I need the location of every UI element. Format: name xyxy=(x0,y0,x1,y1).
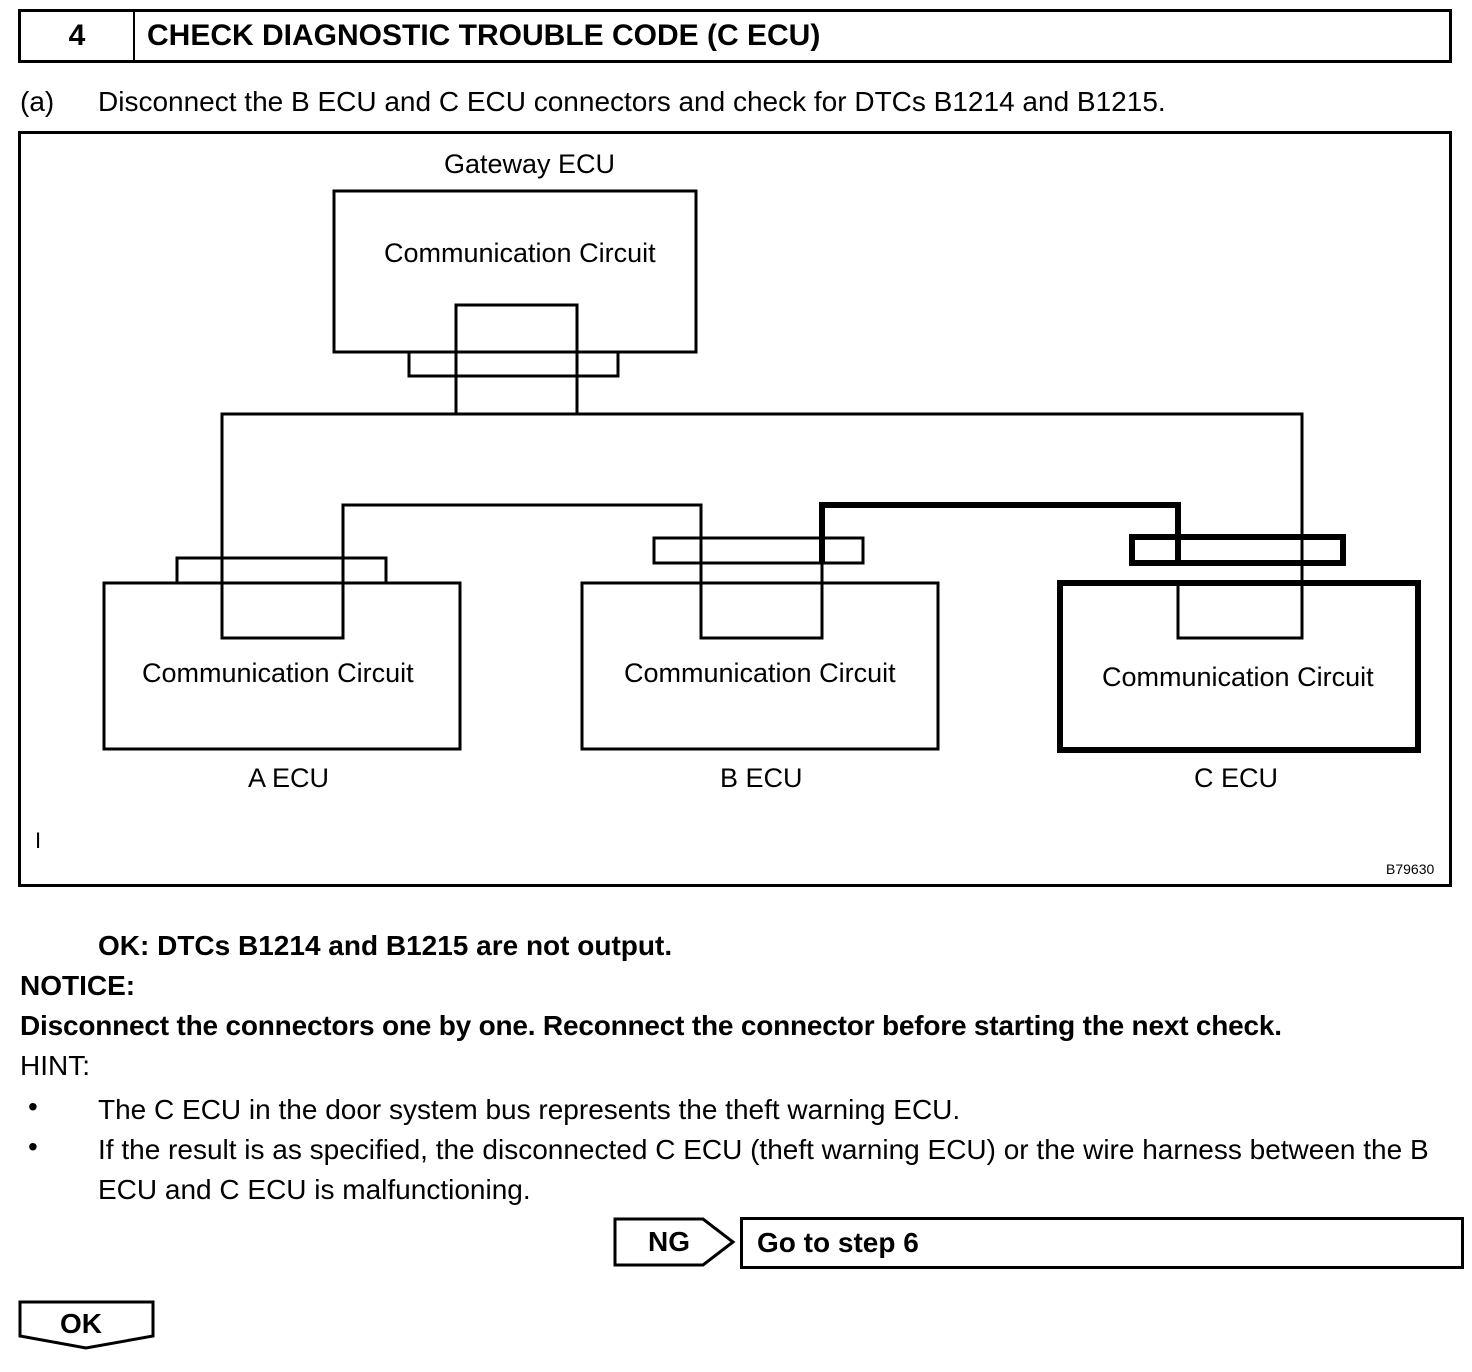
diagram-drawing xyxy=(102,189,1421,753)
c-ecu-inner-loop xyxy=(1176,563,1304,640)
step-header: 4 CHECK DIAGNOSTIC TROUBLE CODE (C ECU) xyxy=(18,9,1452,63)
b-ecu-connector xyxy=(652,536,865,565)
gateway-inner-loop xyxy=(454,303,579,416)
gateway-circuit-label: Communication Circuit xyxy=(384,238,656,268)
c-ecu-circuit-label: Communication Circuit xyxy=(1102,662,1374,692)
c-ecu-label: C ECU xyxy=(1194,763,1279,793)
bus-wire-left xyxy=(220,412,456,638)
corner-mark: I xyxy=(35,828,42,853)
hint-item-2: If the result is as specified, the disco… xyxy=(98,1134,1429,1205)
bus-wire-a-b xyxy=(341,503,703,638)
instruction-text: Disconnect the B ECU and C ECU connector… xyxy=(98,86,1166,117)
instruction: (a) Disconnect the B ECU and C ECU connec… xyxy=(20,86,1166,118)
ng-arrow-shape xyxy=(613,1217,736,1267)
a-ecu-circuit-label: Communication Circuit xyxy=(142,658,414,688)
gateway-connector xyxy=(407,350,620,378)
b-ecu-circuit-label: Communication Circuit xyxy=(624,658,896,688)
ng-label: NG xyxy=(648,1226,690,1257)
hint-bullet-2: • xyxy=(28,1131,38,1162)
ok-label: OK xyxy=(60,1308,102,1339)
gateway-ecu-box xyxy=(332,189,698,354)
step-title: CHECK DIAGNOSTIC TROUBLE CODE (C ECU) xyxy=(147,19,821,52)
step-number: 4 xyxy=(21,12,135,60)
ng-action: Go to step 6 xyxy=(740,1217,1464,1269)
b-ecu-label: B ECU xyxy=(720,763,803,793)
a-ecu-inner-loop xyxy=(220,556,345,640)
b-ecu-inner-loop xyxy=(699,581,824,640)
ok-specification: OK: DTCs B1214 and B1215 are not output. xyxy=(98,930,673,961)
notice-body: Disconnect the connectors one by one. Re… xyxy=(20,1010,1282,1041)
wiring-diagram: Gateway ECU Communication Circuit Commun… xyxy=(18,131,1452,887)
a-ecu-label: A ECU xyxy=(248,763,330,793)
ok-arrow-shape xyxy=(18,1300,155,1350)
c-ecu-box xyxy=(1057,580,1421,753)
gateway-ecu-label: Gateway ECU xyxy=(444,149,616,179)
notice-heading: NOTICE: xyxy=(20,970,136,1001)
hint-item-1: The C ECU in the door system bus represe… xyxy=(98,1094,961,1125)
b-c-harness xyxy=(819,502,1181,563)
figure-code: B79630 xyxy=(1386,861,1435,877)
a-ecu-connector xyxy=(175,556,388,585)
hint-heading: HINT: xyxy=(20,1050,90,1081)
hint-bullet-1: • xyxy=(28,1091,38,1122)
c-ecu-connector xyxy=(1129,534,1346,566)
instruction-label: (a) xyxy=(20,86,55,117)
